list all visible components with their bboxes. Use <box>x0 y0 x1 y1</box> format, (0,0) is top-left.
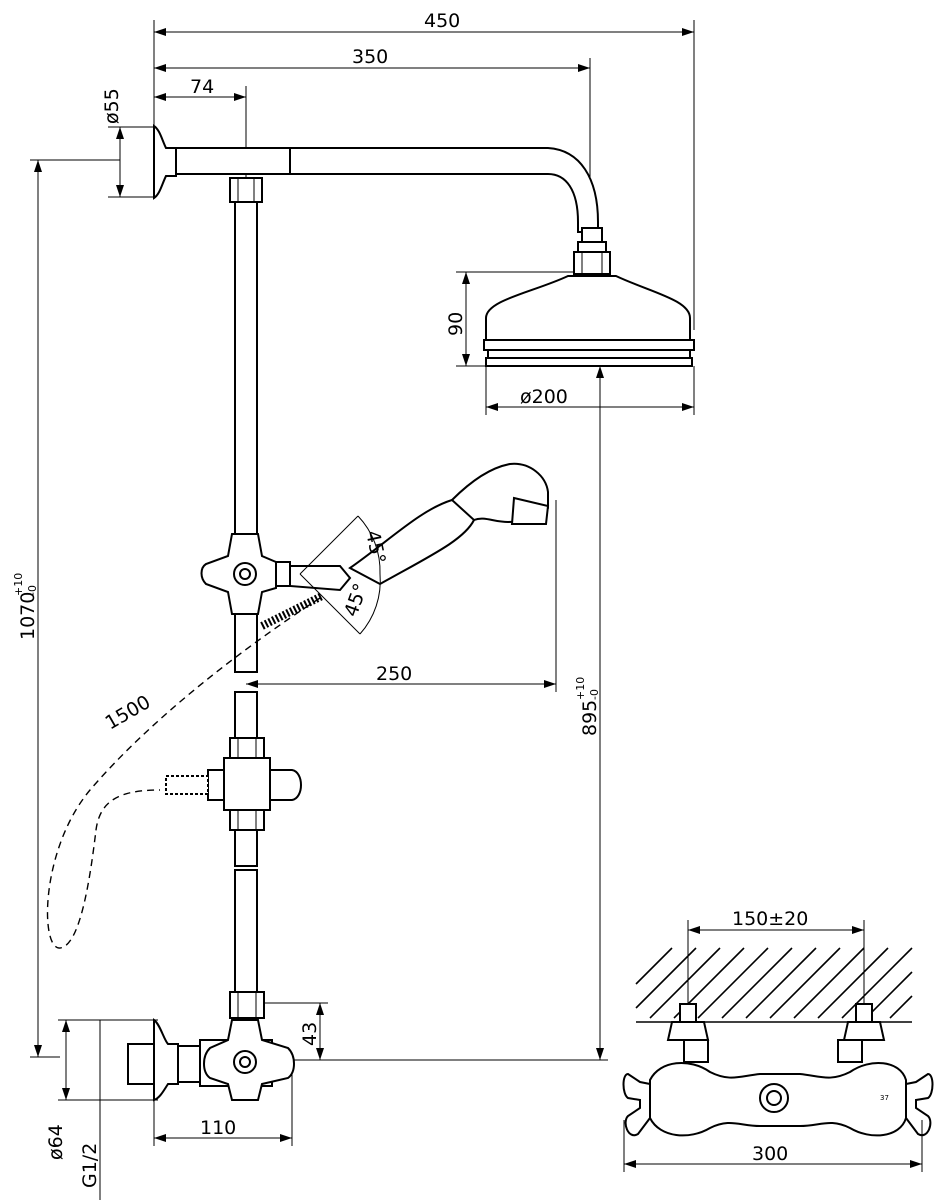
dim-450: 450 <box>424 10 460 32</box>
dim-110: 110 <box>200 1117 236 1139</box>
shower-head <box>483 227 695 367</box>
dim-g12: G1/2 <box>79 1143 101 1188</box>
tilt-lower-label: 45° <box>340 581 372 620</box>
mixer-badge: 37 <box>880 1094 889 1102</box>
dim-895: 895 <box>579 700 601 736</box>
mixer-valve <box>127 869 295 1102</box>
dim-150: 150±20 <box>732 908 808 930</box>
dim-diameter-200: ø200 <box>520 386 568 408</box>
dim-895-tol-plus: +10 <box>574 677 587 700</box>
dim-1070: 1070 <box>17 592 39 640</box>
dim-1070-tol-minus: -0 <box>26 585 39 596</box>
dim-diameter-64: ø64 <box>45 1124 67 1160</box>
shower-arm <box>153 124 599 233</box>
dim-1070-tol-plus: +10 <box>12 573 25 596</box>
dim-300: 300 <box>752 1143 788 1165</box>
dim-90: 90 <box>445 312 467 336</box>
mixer-top-view: 37 <box>622 920 934 1172</box>
dim-895-tol-minus: -0 <box>588 689 601 700</box>
dim-1500: 1500 <box>102 691 155 734</box>
dimension-lines <box>30 20 695 1200</box>
dim-diameter-55: ø55 <box>101 88 123 124</box>
dim-43: 43 <box>299 1022 321 1046</box>
hand-shower: 45° 45° <box>200 462 550 635</box>
dim-250: 250 <box>376 663 412 685</box>
hose-path <box>46 597 321 949</box>
dim-350: 350 <box>352 46 388 68</box>
dim-74: 74 <box>190 76 214 98</box>
diverter <box>165 691 302 867</box>
dimension-labels: 450 350 74 ø55 90 ø200 1500 250 1070 +10… <box>12 10 808 1188</box>
